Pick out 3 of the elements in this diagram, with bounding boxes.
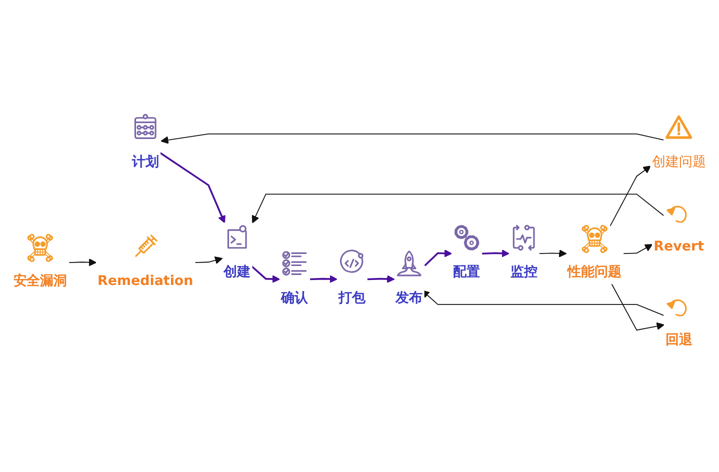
node-text: 创建 <box>224 264 251 280</box>
node-text: 回退 <box>665 332 692 348</box>
node-text: 发布 <box>396 289 423 306</box>
